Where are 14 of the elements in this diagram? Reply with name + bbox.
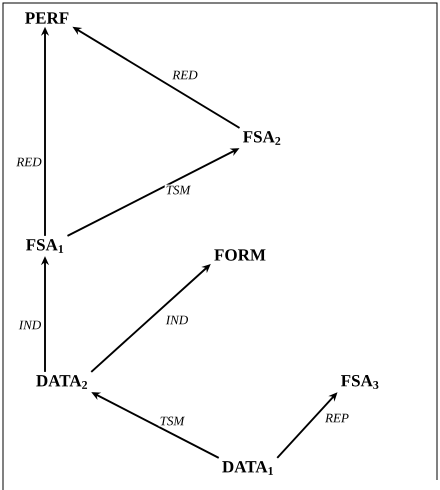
node-label: DATA$_{2}$ xyxy=(36,375,88,389)
edge-label: IND xyxy=(18,320,42,330)
node-label: FSA$_{2}$ xyxy=(243,131,280,145)
edge-label: TSM xyxy=(158,416,186,426)
edge-label: TSM xyxy=(164,184,192,196)
edge-label: RED xyxy=(171,70,199,80)
node-label: PERF xyxy=(25,12,68,24)
node-label: FSA$_{3}$ xyxy=(341,375,378,389)
node-label: FSA$_{1}$ xyxy=(26,239,64,253)
node-label: FORM xyxy=(214,249,266,261)
edge-label: RED xyxy=(15,156,43,168)
edge-label: REP xyxy=(324,412,350,424)
node-label: DATA$_{1}$ xyxy=(222,461,273,475)
edge-label: IND xyxy=(164,314,190,326)
